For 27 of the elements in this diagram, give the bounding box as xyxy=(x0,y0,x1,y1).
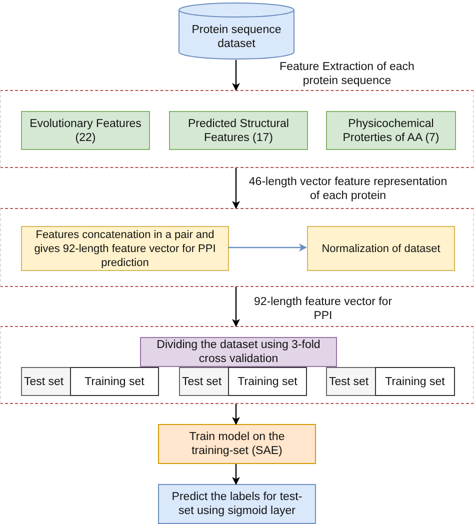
feature-box: Evolutionary Features (22) xyxy=(21,111,150,150)
process-box: Train model on the training-set (SAE) xyxy=(158,424,316,464)
test-set-box: Test set xyxy=(326,367,376,396)
stage-band xyxy=(0,208,474,287)
process-box: Features concatenation in a pair and gives 92-length feature vector for PPI prediction xyxy=(21,226,229,271)
arrow xyxy=(232,287,240,327)
training-set-box: Training set xyxy=(70,367,159,396)
training-set-box: Training set xyxy=(228,367,307,396)
stage-band xyxy=(0,90,474,168)
test-set-box: Test set xyxy=(21,367,71,396)
arrow xyxy=(232,60,240,91)
process-box: Predict the labels for test-set using sigmoid layer xyxy=(158,484,316,524)
feature-box: Physicochemical Proterties of AA (7) xyxy=(326,111,456,150)
database-cylinder: Protein sequence dataset xyxy=(178,2,295,60)
test-set-box: Test set xyxy=(179,367,229,396)
feature-box: Predicted Structural Features (17) xyxy=(169,111,308,150)
edge-label: Feature Extraction of each protein sequence xyxy=(278,60,416,88)
stage-band xyxy=(0,326,474,404)
process-box: Normalization of dataset xyxy=(307,226,455,271)
training-set-box: Training set xyxy=(375,367,455,396)
arrow xyxy=(232,404,240,425)
arrow xyxy=(228,244,307,252)
arrow xyxy=(232,168,240,209)
process-box: Dividing the dataset using 3-fold cross validation xyxy=(140,337,337,367)
edge-label: 46-length vector feature representation of each protein xyxy=(248,175,448,203)
arrow xyxy=(232,464,240,485)
edge-label: 92-length feature vector for PPI xyxy=(252,295,394,323)
